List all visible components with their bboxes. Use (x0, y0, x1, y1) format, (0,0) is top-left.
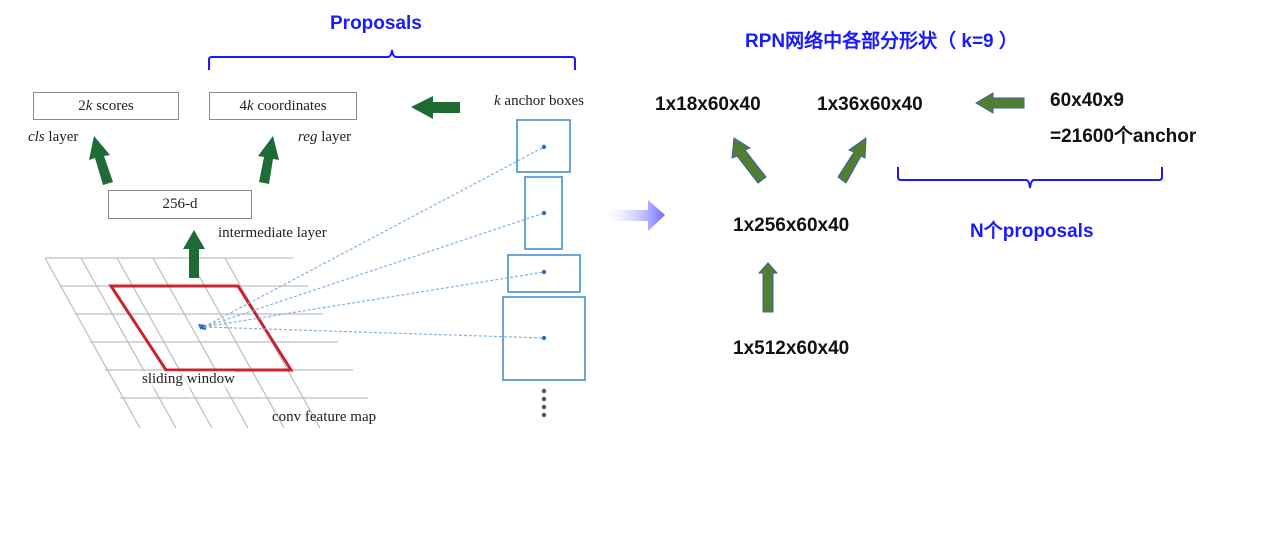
intermediate-layer-label: intermediate layer (218, 225, 327, 241)
ellipsis-dots (541, 388, 547, 418)
arrow-up-to-cls-shape (731, 137, 767, 184)
anchor-centers (541, 144, 547, 341)
window-center-marker (198, 324, 206, 330)
anchor-box-square-small (516, 119, 571, 173)
sliding-window-label: sliding window (142, 371, 235, 388)
conv-feature-map-label: conv feature map (272, 409, 377, 425)
intermediate-256d-box: 256-d (108, 190, 252, 219)
input-feature-shape: 1x512x60x40 (733, 338, 850, 359)
proposals-brace (208, 49, 576, 70)
reg-shape: 1x36x60x40 (817, 94, 923, 115)
anchor-count-line1: 60x40x9 (1050, 90, 1124, 111)
anchor-boxes (502, 119, 586, 381)
intermediate-shape: 1x256x60x40 (733, 215, 850, 236)
reg-box-prefix: 4 (239, 97, 247, 114)
anchor-box-tall (524, 176, 563, 250)
arrow-left-anchors-to-reg-shape (975, 92, 1025, 114)
intermediate-box-text: 256-d (162, 196, 198, 212)
reg-layer-italic: reg (298, 129, 318, 145)
reg-layer-rest: layer (317, 129, 352, 145)
n-proposals-label: N个proposals (970, 221, 1094, 242)
cls-layer-italic: cls (28, 129, 45, 145)
anchor-box-square-large (502, 296, 586, 381)
cls-box-k: k (85, 97, 93, 114)
cls-layer-label: cls layer (28, 129, 78, 146)
reg-box-k: k (246, 97, 254, 114)
cls-box-suffix: scores (92, 97, 134, 114)
anchor-label-italic: k (494, 93, 501, 109)
anchor-box-wide (507, 254, 581, 293)
anchor-boxes-label: k anchor boxes (494, 93, 584, 110)
anchor-label-rest: anchor boxes (500, 93, 584, 109)
proposals-label: Proposals (330, 13, 422, 34)
arrow-up-to-cls (89, 136, 113, 185)
arrow-up-to-intermediate-shape (757, 262, 779, 313)
n-proposals-brace (897, 167, 1163, 189)
transition-arrow (600, 200, 665, 231)
cls-layer-rest: layer (44, 129, 79, 145)
arrow-up-to-reg-shape (837, 136, 867, 184)
arrow-left-anchors-to-reg (411, 96, 460, 119)
reg-box-suffix: coordinates (253, 97, 327, 114)
cls-shape: 1x18x60x40 (655, 94, 761, 115)
sliding-window (108, 284, 294, 372)
reg-layer-label: reg layer (298, 129, 351, 146)
rpn-shapes-title: RPN网络中各部分形状（ k=9 ） (745, 31, 1018, 52)
arrow-up-to-reg (258, 136, 279, 184)
anchor-count-line2: =21600个anchor (1050, 126, 1197, 147)
arrow-up-to-intermediate (183, 230, 205, 278)
cls-box-prefix: 2 (78, 97, 86, 114)
feature-map-grid (44, 257, 368, 429)
anchor-projection-lines (203, 146, 545, 339)
